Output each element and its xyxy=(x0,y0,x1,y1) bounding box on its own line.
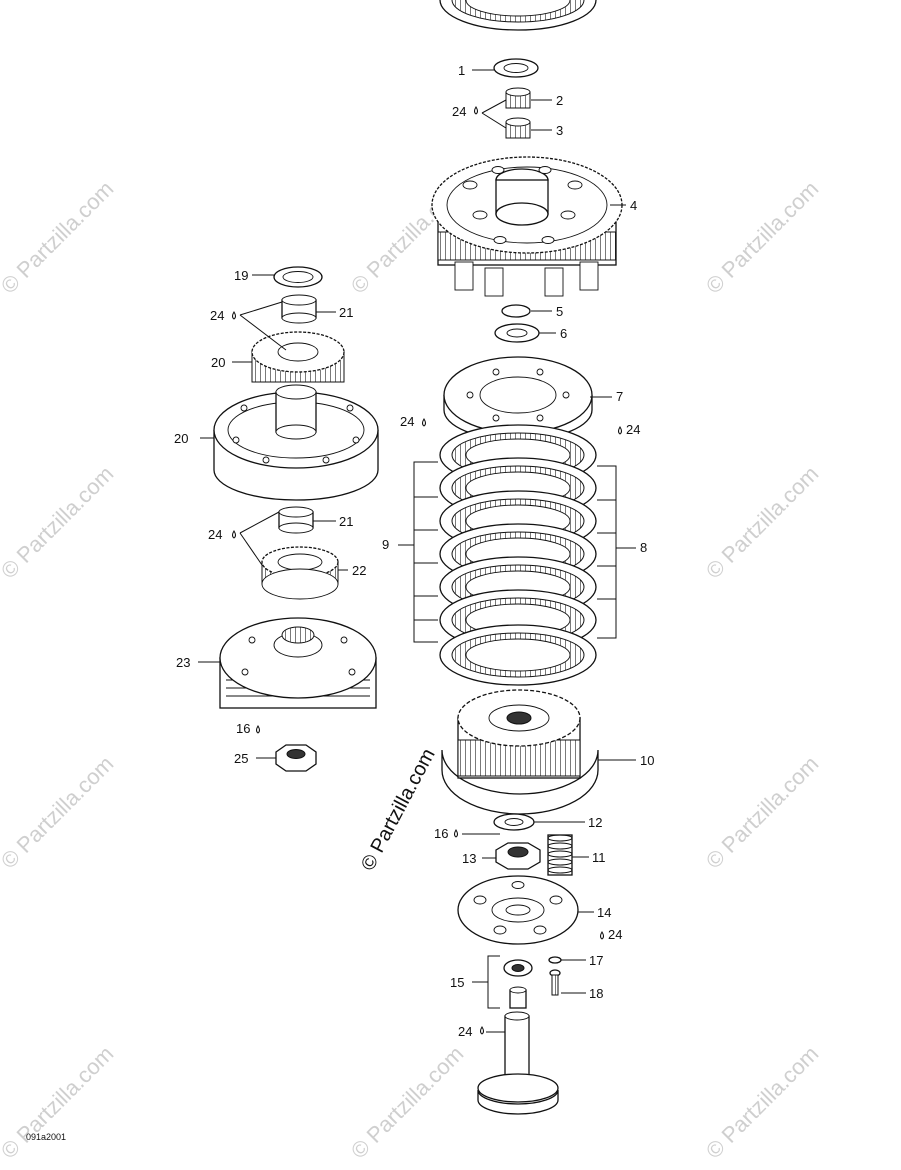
part-21-bushing xyxy=(281,294,317,324)
oil-drop-icon xyxy=(474,106,478,115)
part-18-screw xyxy=(549,969,561,996)
callout-5: 5 xyxy=(556,304,563,319)
callout-24: 24 xyxy=(452,104,466,119)
callout-16: 16 xyxy=(434,826,448,841)
oil-drop-icon xyxy=(256,725,260,734)
bracket-lines xyxy=(398,461,636,643)
part-22-sprag-bearing xyxy=(261,546,339,600)
callout-24: 24 xyxy=(210,308,224,323)
watermark: © Partzilla.com xyxy=(701,176,824,299)
callout-21: 21 xyxy=(339,514,353,529)
watermark: © Partzilla.com xyxy=(701,751,824,874)
part-25-nut xyxy=(275,744,317,772)
part-13-nut xyxy=(495,842,541,870)
callout-19: 19 xyxy=(234,268,248,283)
part-6-washer xyxy=(494,323,540,343)
part-17-washer xyxy=(548,956,562,964)
callout-1: 1 xyxy=(458,63,465,78)
callout-24: 24 xyxy=(608,927,622,942)
part-4-clutch-housing-gear xyxy=(431,156,623,297)
callout-14: 14 xyxy=(597,905,611,920)
watermark: © Partzilla.com xyxy=(0,751,118,874)
watermark: © Partzilla.com xyxy=(0,176,118,299)
oil-drop-icon xyxy=(422,418,426,427)
callout-12: 12 xyxy=(588,815,602,830)
callout-24: 24 xyxy=(458,1024,472,1039)
part-1-washer xyxy=(493,58,539,78)
callout-10: 10 xyxy=(640,753,654,768)
oil-drop-icon xyxy=(454,829,458,838)
diagram-code: 091a2001 xyxy=(26,1132,66,1142)
callout-17: 17 xyxy=(589,953,603,968)
part-2-needle-bearing xyxy=(505,87,531,109)
callout-6: 6 xyxy=(560,326,567,341)
part-20-drum xyxy=(213,384,379,501)
callout-24: 24 xyxy=(208,527,222,542)
part-5-circlip xyxy=(501,304,531,318)
callout-25: 25 xyxy=(234,751,248,766)
part-19-washer xyxy=(273,266,323,288)
part-11-spring xyxy=(547,834,573,876)
part-20-gear xyxy=(251,331,345,383)
callout-labels: 1 2 3 4 5 6 7 8 9 10 11 12 13 14 15 16 1… xyxy=(174,63,654,1039)
watermark: © Partzilla.com xyxy=(0,461,118,584)
callout-21: 21 xyxy=(339,305,353,320)
callout-7: 7 xyxy=(616,389,623,404)
part-15-bearing xyxy=(472,955,533,1009)
oil-drop-icon xyxy=(480,1026,484,1035)
watermark: © Partzilla.com xyxy=(701,461,824,584)
oil-drop-icon xyxy=(600,931,604,940)
oil-drop-icon xyxy=(618,426,622,435)
oil-drop-icon xyxy=(232,530,236,539)
callout-16: 16 xyxy=(236,721,250,736)
callout-24: 24 xyxy=(626,422,640,437)
callout-23: 23 xyxy=(176,655,190,670)
callout-20: 20 xyxy=(174,431,188,446)
lubricant-drops xyxy=(232,106,622,1035)
part-14-lifter-plate xyxy=(457,875,579,945)
callout-24: 24 xyxy=(400,414,414,429)
callout-13: 13 xyxy=(462,851,476,866)
part-10-clutch-hub xyxy=(441,689,599,815)
callout-4: 4 xyxy=(630,198,637,213)
callout-2: 2 xyxy=(556,93,563,108)
leader-lines xyxy=(198,69,636,1033)
callout-15: 15 xyxy=(450,975,464,990)
callout-22: 22 xyxy=(352,563,366,578)
callout-20: 20 xyxy=(211,355,225,370)
watermark: © Partzilla.com xyxy=(346,1041,469,1164)
watermarks: © Partzilla.com © Partzilla.com © Partzi… xyxy=(0,176,823,1164)
watermark: © Partzilla.com xyxy=(701,1041,824,1164)
part-21-bushing xyxy=(278,506,314,534)
callout-11: 11 xyxy=(592,850,606,865)
callout-9: 9 xyxy=(382,537,389,552)
oil-drop-icon xyxy=(232,311,236,320)
watermark: © Partzilla.com xyxy=(0,1041,118,1164)
part-3-needle-bearing xyxy=(505,117,531,139)
callout-18: 18 xyxy=(589,986,603,1001)
center-watermark: © Partzilla.com xyxy=(357,745,440,874)
callout-3: 3 xyxy=(556,123,563,138)
callout-8: 8 xyxy=(640,540,647,555)
part-12-washer xyxy=(493,813,535,831)
part-23-clutch-assembly xyxy=(219,617,377,709)
clutch-shaft xyxy=(477,1011,559,1115)
part-8-9-clutch-plate-stack xyxy=(439,0,597,686)
